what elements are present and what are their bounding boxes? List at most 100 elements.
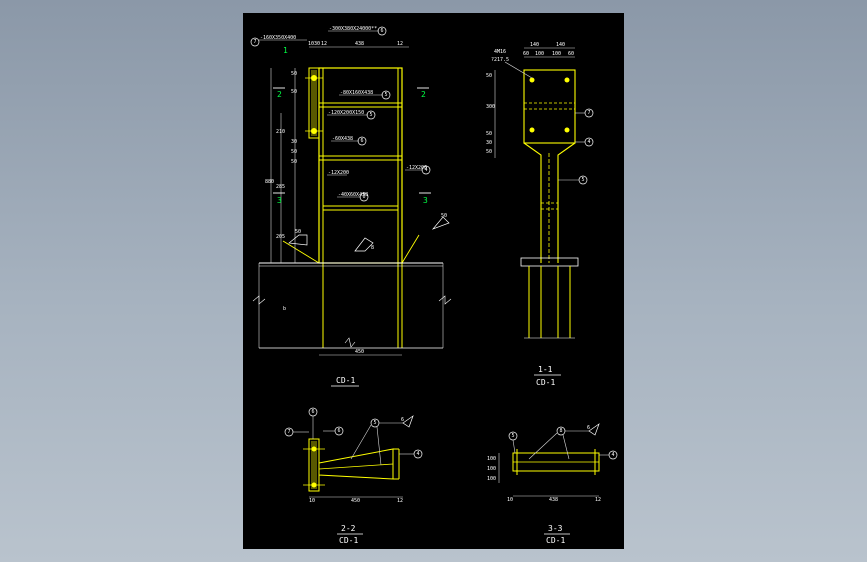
balloon-text: 6	[311, 409, 314, 415]
balloon-text: 6	[362, 194, 365, 200]
view-ref: CD-1	[536, 378, 555, 387]
dim-left: 30	[486, 140, 492, 146]
leader	[504, 61, 533, 79]
dim-right-small: 12	[595, 497, 601, 503]
dim-vert: 100	[487, 456, 496, 462]
dim-top: 30	[314, 41, 320, 47]
web-line	[318, 463, 394, 470]
plate-note: -80X160X438	[340, 90, 373, 96]
weld-size: 50	[441, 213, 447, 219]
ground-mark: b	[283, 306, 286, 312]
section-3-3: 5 8 6 4 100 100 100 10 438 12 3-3 CD-1	[487, 423, 618, 545]
section-mark-2-left: 2	[277, 90, 282, 99]
section-mark-3-right: 3	[423, 196, 428, 205]
dim-left: 205	[276, 234, 285, 240]
balloon-text: 5	[581, 177, 584, 183]
plate-note: -40X60X438	[338, 192, 368, 198]
dim-left: 50	[291, 159, 297, 165]
bolt-note-2: ?217.5	[491, 57, 509, 63]
bolt-icon	[564, 127, 570, 133]
weld-tag: 6	[587, 425, 590, 431]
balloon-text: 6	[380, 28, 383, 34]
dim-top2: 60	[523, 51, 529, 57]
bolt-icon	[529, 127, 535, 133]
end-plate-fill	[311, 70, 317, 136]
weld-symbol-icon	[402, 415, 414, 428]
plate-note: -12X200	[328, 170, 349, 176]
bolt-note: 4M16	[494, 49, 506, 55]
balloon-text: 7	[587, 110, 590, 116]
dim-left: 30	[291, 139, 297, 145]
dim-left: 50	[291, 149, 297, 155]
balloon-text: 4	[424, 167, 427, 173]
weld-symbol-icon	[354, 237, 374, 252]
dim-left: 50	[486, 131, 492, 137]
dim-left: 50	[291, 71, 297, 77]
balloon-text: 6	[337, 428, 340, 434]
bolt-icon	[529, 77, 535, 83]
balloon-text: 5	[369, 112, 372, 118]
view-title: CD-1	[336, 376, 355, 385]
gusset-left	[282, 240, 320, 264]
weld-symbol-icon	[431, 216, 450, 230]
break-mark-icon	[438, 295, 452, 305]
dim-left: 50	[291, 89, 297, 95]
section-1-1: 140 140 60 100 100 60 4M16 ?217.5 50 300…	[486, 42, 594, 387]
dim-left: 50	[486, 73, 492, 79]
balloon	[377, 26, 387, 36]
balloon	[381, 90, 391, 100]
dim-left: 50	[486, 149, 492, 155]
dim-small: 10	[309, 498, 315, 504]
balloon	[366, 110, 376, 120]
dim-left: 300	[486, 104, 495, 110]
balloon	[584, 137, 594, 147]
top-note: -300X380X24000**	[329, 26, 377, 32]
dim-bottom: 450	[355, 349, 364, 355]
dim-main: 450	[351, 498, 360, 504]
break-mark-icon	[252, 295, 266, 305]
leader	[350, 424, 382, 466]
dim-top: 140	[530, 42, 539, 48]
balloon-text: 4	[587, 139, 590, 145]
view-ref: CD-1	[339, 536, 358, 545]
dim-top: 140	[556, 42, 565, 48]
balloon-text: 4	[611, 452, 614, 458]
section-mark-3-left: 3	[277, 196, 282, 205]
dim-top: 438	[355, 41, 364, 47]
dim-main: 438	[549, 497, 558, 503]
balloon	[359, 192, 369, 202]
plate-note: -120X200X150	[328, 110, 364, 116]
balloon	[250, 37, 260, 47]
balloon-text: 5	[511, 433, 514, 439]
dim-top2: 100	[535, 51, 544, 57]
balloon-text: 5	[384, 92, 387, 98]
balloon-text: 7	[287, 429, 290, 435]
base-ground	[520, 257, 579, 267]
weld-tag: 6	[401, 417, 404, 423]
balloon	[578, 175, 588, 185]
weld-symbol-icon	[588, 423, 600, 436]
dim-top2: 60	[568, 51, 574, 57]
dim-end: 12	[397, 498, 403, 504]
dim-left: 880	[265, 179, 274, 185]
left-note: -160X350X400	[260, 35, 296, 41]
dim-left: 285	[276, 184, 285, 190]
balloon	[421, 165, 431, 175]
cad-drawing: b 10 30 12 438 12 -300X380X24000** 6 7 -…	[250, 26, 618, 545]
dim-left-small: 10	[507, 497, 513, 503]
cap-plate	[523, 69, 576, 144]
section-mark-1: 1	[283, 46, 288, 55]
balloon	[357, 136, 367, 146]
dim-vert: 100	[487, 476, 496, 482]
dim-top: 10	[308, 41, 314, 47]
bolt-icon	[564, 77, 570, 83]
view-title: 2-2	[341, 524, 356, 533]
balloon-text: 5	[373, 420, 376, 426]
break-mark-icon	[344, 337, 356, 348]
view-title: 3-3	[548, 524, 563, 533]
weld-tag: 8	[371, 245, 374, 251]
gusset-right	[401, 234, 420, 264]
dim-top2: 100	[552, 51, 561, 57]
balloon-text: 4	[416, 451, 419, 457]
dim-top: 12	[397, 41, 403, 47]
